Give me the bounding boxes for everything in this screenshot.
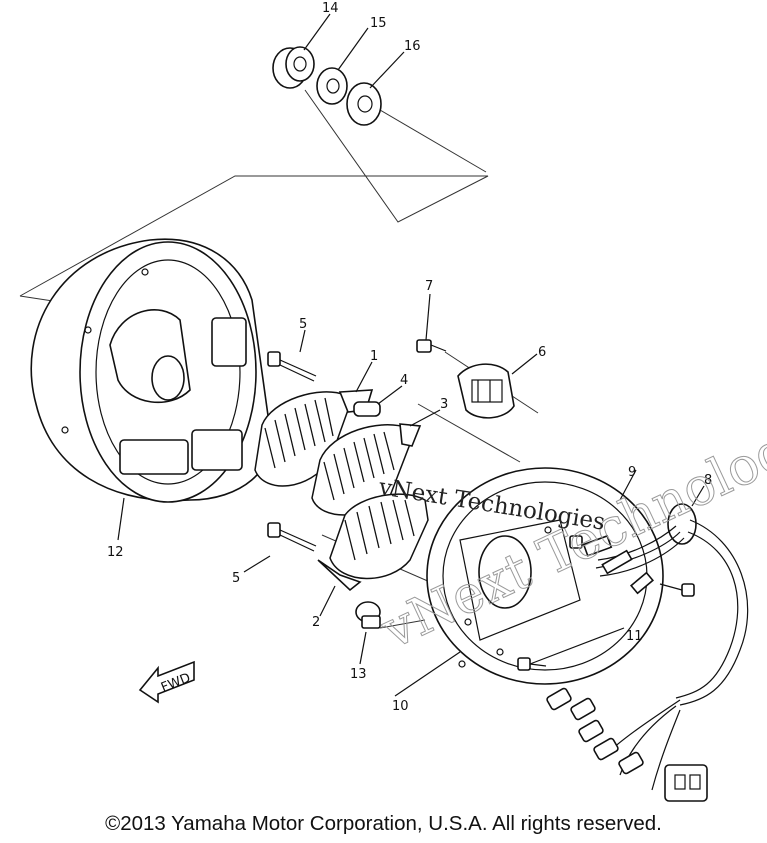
screw-part-5-lower — [267, 522, 317, 552]
screw-part-7 — [416, 339, 447, 353]
label-6: 6 — [538, 345, 546, 360]
label-3: 3 — [440, 397, 448, 412]
coil-part-2 — [317, 493, 429, 592]
screw-part-11-right — [659, 583, 695, 597]
fwd-arrow-icon: FWD — [138, 660, 195, 704]
label-8: 8 — [704, 473, 712, 488]
label-10: 10 — [392, 699, 409, 714]
label-7: 7 — [425, 279, 433, 294]
label-16: 16 — [404, 39, 421, 54]
spacer-part-4 — [353, 401, 381, 417]
label-14: 14 — [322, 1, 339, 16]
copyright-notice: ©2013 Yamaha Motor Corporation, U.S.A. A… — [105, 812, 662, 835]
label-2: 2 — [312, 615, 320, 630]
label-13: 13 — [350, 667, 367, 682]
pickup-part-6 — [457, 363, 515, 419]
screw-part-9 — [569, 535, 583, 549]
label-12: 12 — [107, 545, 124, 560]
label-5-lower: 5 — [232, 571, 240, 586]
harness-connectors — [546, 687, 708, 802]
label-15: 15 — [370, 16, 387, 31]
part-labels: 14 15 16 7 6 5 1 4 3 12 5 2 13 10 11 9 8 — [107, 1, 712, 714]
nut-part-14 — [272, 46, 315, 89]
washer-part-15 — [316, 67, 348, 105]
label-9: 9 — [628, 465, 636, 480]
wire-harness-part-8 — [582, 503, 749, 706]
bolt-part-13 — [355, 601, 381, 629]
label-11: 11 — [626, 629, 643, 644]
label-5-upper: 5 — [299, 317, 307, 332]
stator-plate-part-10 — [426, 467, 664, 685]
flywheel-rotor-part-12 — [30, 238, 272, 503]
screw-part-5-upper — [267, 351, 317, 382]
coil-part-3 — [311, 423, 422, 516]
label-leaders — [117, 13, 705, 697]
label-1: 1 — [370, 349, 378, 364]
label-4: 4 — [400, 373, 408, 388]
washer-part-16 — [346, 82, 382, 126]
